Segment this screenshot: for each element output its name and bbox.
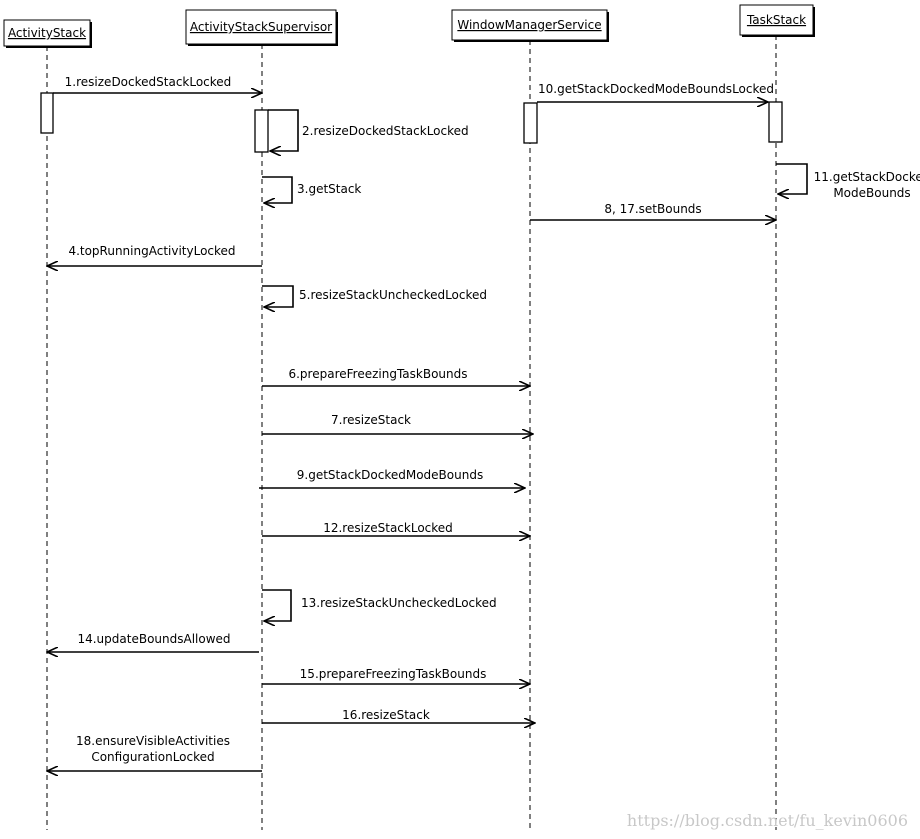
message-label: 8, 17.setBounds — [604, 202, 701, 216]
activation-supervisor — [254, 109, 269, 153]
message-5: 5.resizeStackUncheckedLocked — [262, 285, 487, 307]
message-label: 9.getStackDockedModeBounds — [297, 468, 483, 482]
message-10: 11.getStackDockedModeBounds — [776, 163, 920, 200]
message-label: 18.ensureVisibleActivities — [76, 734, 230, 748]
message-6: 6.prepareFreezingTaskBounds — [262, 367, 530, 386]
activation-task-stack — [768, 101, 783, 143]
message-label: 14.updateBoundsAllowed — [77, 632, 230, 646]
watermark: https://blog.csdn.net/fu_kevin0606 — [627, 811, 908, 830]
message-14: 14.updateBoundsAllowed — [47, 632, 259, 652]
lifelines — [46, 35, 777, 830]
message-3: 3.getStack — [262, 176, 361, 203]
message-label: 12.resizeStackLocked — [323, 521, 453, 535]
message-15: 15.prepareFreezingTaskBounds — [262, 667, 530, 684]
message-label: 11.getStackDocked — [814, 170, 920, 184]
message-7: 7.resizeStack — [262, 413, 533, 434]
self-message-arrow — [262, 176, 293, 203]
activation-bars — [40, 92, 783, 153]
message-4: 4.topRunningActivityLocked — [47, 244, 262, 266]
actor-task-stack: TaskStack — [739, 4, 815, 37]
message-label: 5.resizeStackUncheckedLocked — [299, 288, 487, 302]
message-label: 3.getStack — [297, 182, 361, 196]
message-label: 7.resizeStack — [331, 413, 411, 427]
message-label: ConfigurationLocked — [91, 750, 214, 764]
message-9: 10.getStackDockedModeBoundsLocked — [537, 82, 774, 102]
actor-name: ActivityStack — [8, 26, 86, 40]
message-17: 18.ensureVisibleActivitiesConfigurationL… — [47, 734, 262, 771]
actor-activity-stack: ActivityStack — [3, 19, 92, 48]
message-label: 16.resizeStack — [342, 708, 430, 722]
message-label: 10.getStackDockedModeBoundsLocked — [538, 82, 774, 96]
actor-name: TaskStack — [746, 13, 806, 27]
message-label: 4.topRunningActivityLocked — [68, 244, 235, 258]
actor-window-manager-service: WindowManagerService — [451, 9, 609, 42]
self-message-arrow — [262, 589, 292, 621]
message-8: 9.getStackDockedModeBounds — [259, 468, 525, 488]
message-label: 6.prepareFreezingTaskBounds — [288, 367, 467, 381]
actor-name: WindowManagerService — [457, 18, 601, 32]
self-message-arrow — [268, 109, 299, 151]
self-message-arrow — [776, 163, 808, 194]
message-label: 13.resizeStackUncheckedLocked — [301, 596, 497, 610]
message-13: 13.resizeStackUncheckedLocked — [262, 589, 497, 621]
activation-window-manager — [523, 102, 538, 144]
actor-name: ActivityStackSupervisor — [190, 20, 332, 34]
messages: 1.resizeDockedStackLocked 2.resizeDockedS… — [47, 75, 920, 771]
message-label: ModeBounds — [833, 186, 910, 200]
message-1: 1.resizeDockedStackLocked — [53, 75, 262, 93]
message-16: 16.resizeStack — [262, 708, 535, 723]
actors: ActivityStack ActivityStackSupervisor Wind… — [3, 4, 815, 48]
message-label: 15.prepareFreezingTaskBounds — [300, 667, 487, 681]
activation-activity-stack — [40, 92, 54, 134]
message-11: 8, 17.setBounds — [530, 202, 776, 220]
actor-activity-stack-supervisor: ActivityStackSupervisor — [185, 9, 338, 46]
message-12: 12.resizeStackLocked — [262, 521, 530, 536]
message-label: 2.resizeDockedStackLocked — [302, 124, 469, 138]
message-2: 2.resizeDockedStackLocked — [268, 109, 469, 151]
self-message-arrow — [262, 285, 294, 307]
message-label: 1.resizeDockedStackLocked — [65, 75, 232, 89]
